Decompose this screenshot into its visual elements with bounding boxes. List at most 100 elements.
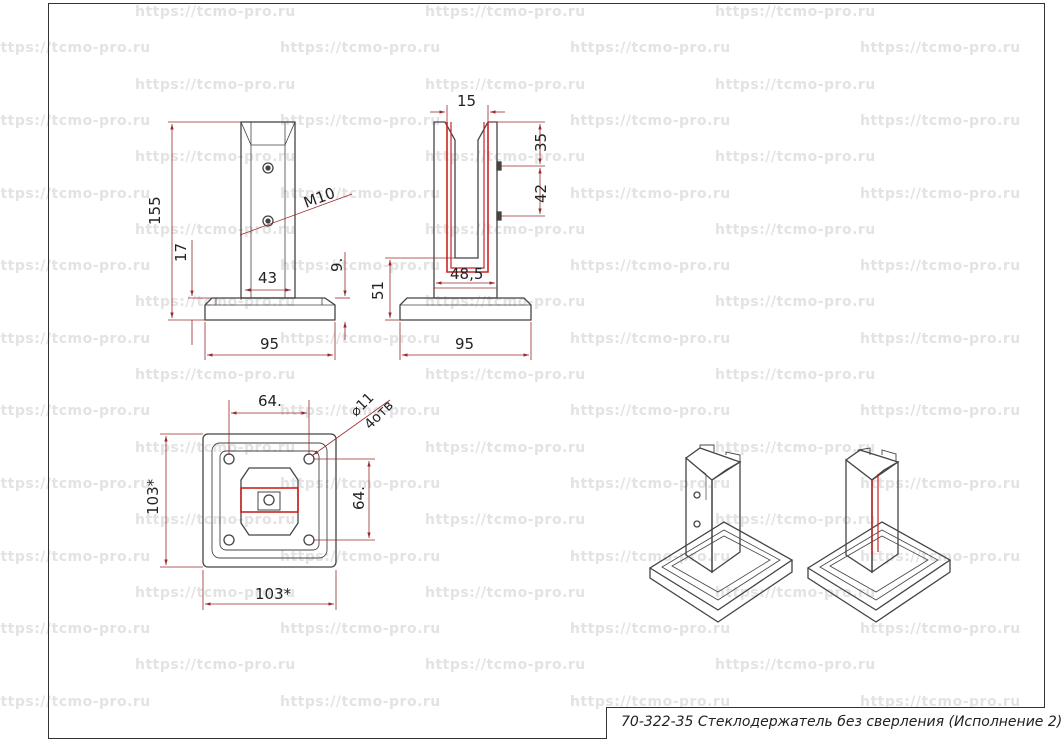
watermark-text: https://tcmo-pro.ru [135,367,296,383]
dim-side-base-w: 95 [455,335,474,353]
dim-front-pad: 9. [328,258,346,272]
watermark-text: https://tcmo-pro.ru [0,475,151,492]
watermark-text: https://tcmo-pro.ru [570,475,731,492]
iso-view-right [806,447,952,623]
watermark-text: https://tcmo-pro.ru [135,584,296,601]
watermark-text: https://tcmo-pro.ru [280,403,441,420]
watermark-text: https://tcmo-pro.ru [135,221,296,238]
watermark-text: https://tcmo-pro.ru [135,439,296,456]
title-block-text: 70-322-35 Стеклодержатель без сверления … [621,714,1062,730]
watermark-text: https://tcmo-pro.ru [280,548,441,565]
watermark-text: https://tcmo-pro.ru [0,185,151,202]
front-view-dims [168,121,353,360]
front-base-plate [204,297,336,321]
watermark-text: https://tcmo-pro.ru [135,76,296,93]
dim-front-height: 155 [146,196,164,225]
iso-right-post-front [845,458,873,574]
watermark-text: https://tcmo-pro.ru [280,475,441,492]
watermark-text: https://tcmo-pro.ru [860,258,1021,275]
watermark-text: https://tcmo-pro.ru [715,439,876,456]
watermark-text: https://tcmo-pro.ru [860,403,1021,420]
front-view [204,121,336,321]
front-post-chamfer [240,121,296,146]
watermark-text: https://tcmo-pro.ru [715,149,876,166]
mount-hole-3 [223,534,235,546]
side-view-dims [385,105,545,360]
watermark-text: https://tcmo-pro.ru [280,258,441,275]
watermark-text: https://tcmo-pro.ru [570,621,731,638]
watermark-text: https://tcmo-pro.ru [715,4,876,20]
watermark-text: https://tcmo-pro.ru [135,512,296,529]
watermark-text: https://tcmo-pro.ru [860,112,1021,129]
iso-left-post-front [685,456,713,574]
dim-front-top-width: 43 [258,269,277,287]
watermark-text: https://tcmo-pro.ru [0,258,151,275]
screw-hole-upper [262,162,274,174]
watermark-text: https://tcmo-pro.ru [135,657,296,674]
watermark-text: https://tcmo-pro.ru [135,149,296,166]
watermark-text: https://tcmo-pro.ru [280,112,441,129]
watermark-text: https://tcmo-pro.ru [0,621,151,638]
plan-view-dims [160,399,391,610]
watermark-text: https://tcmo-pro.ru [715,657,876,674]
watermark-text: https://tcmo-pro.ru [0,112,151,129]
watermark-text: https://tcmo-pro.ru [715,76,876,93]
watermark-text: https://tcmo-pro.ru [715,294,876,311]
mount-hole-2 [303,453,315,465]
watermark-text: https://tcmo-pro.ru [715,221,876,238]
watermark-text: https://tcmo-pro.ru [570,112,731,129]
watermark-text: https://tcmo-pro.ru [0,548,151,565]
watermark-text: https://tcmo-pro.ru [860,693,1021,710]
dim-side-d1: 35 [532,133,550,152]
watermark-text: https://tcmo-pro.ru [860,548,1021,565]
watermark-text: https://tcmo-pro.ru [280,40,441,57]
plan-base-outer [202,433,337,568]
plan-screw [263,494,275,506]
dim-plan-hole-spacing-x: 64. [258,392,282,410]
title-block: 70-322-35 Стеклодержатель без сверления … [606,707,1062,739]
watermark-text: https://tcmo-pro.ru [0,693,151,710]
watermark-text: https://tcmo-pro.ru [860,621,1021,638]
watermark-text: https://tcmo-pro.ru [570,185,731,202]
watermark-text: https://tcmo-pro.ru [860,40,1021,57]
iso-view-left [648,444,794,623]
drawing-frame [48,3,1045,739]
watermark-text: https://tcmo-pro.ru [570,40,731,57]
watermark-text: https://tcmo-pro.ru [425,512,586,529]
dim-side-d2: 42 [532,184,550,203]
watermark-text: https://tcmo-pro.ru [425,657,586,674]
mount-hole-4 [303,534,315,546]
dim-side-slot: 15 [457,92,476,110]
dim-front-base-h: 17 [172,243,190,262]
mount-hole-1 [223,453,235,465]
watermark-text: https://tcmo-pro.ru [135,4,296,20]
watermark-text: https://tcmo-pro.ru [425,76,586,93]
dim-plan-hole-spacing-y: 64. [350,486,368,510]
dim-plan-width: 103* [255,585,292,603]
watermark-text: https://tcmo-pro.ru [280,693,441,710]
watermark-text: https://tcmo-pro.ru [425,439,586,456]
plan-view [202,433,337,568]
watermark-text: https://tcmo-pro.ru [860,185,1021,202]
watermark-text: https://tcmo-pro.ru [860,475,1021,492]
watermark-text: https://tcmo-pro.ru [0,40,151,57]
watermark-text: https://tcmo-pro.ru [0,330,151,347]
plan-post-outline [240,467,299,536]
watermark-text: https://tcmo-pro.ru [425,221,586,238]
watermark-text: https://tcmo-pro.ru [425,149,586,166]
watermark-text: https://tcmo-pro.ru [0,403,151,420]
watermark-text: https://tcmo-pro.ru [280,185,441,202]
dim-side-inner: 48,5 [450,265,483,283]
watermark-text: https://tcmo-pro.ru [570,693,731,710]
dim-front-thread: M10 [301,184,337,212]
watermark-text: https://tcmo-pro.ru [570,403,731,420]
watermark-text: https://tcmo-pro.ru [715,512,876,529]
watermark-text: https://tcmo-pro.ru [425,584,586,601]
plan-glass-slot [240,487,299,513]
watermark-text: https://tcmo-pro.ru [570,548,731,565]
watermark-text: https://tcmo-pro.ru [715,367,876,383]
watermark-text: https://tcmo-pro.ru [280,621,441,638]
glass-slot-gasket [446,122,489,273]
